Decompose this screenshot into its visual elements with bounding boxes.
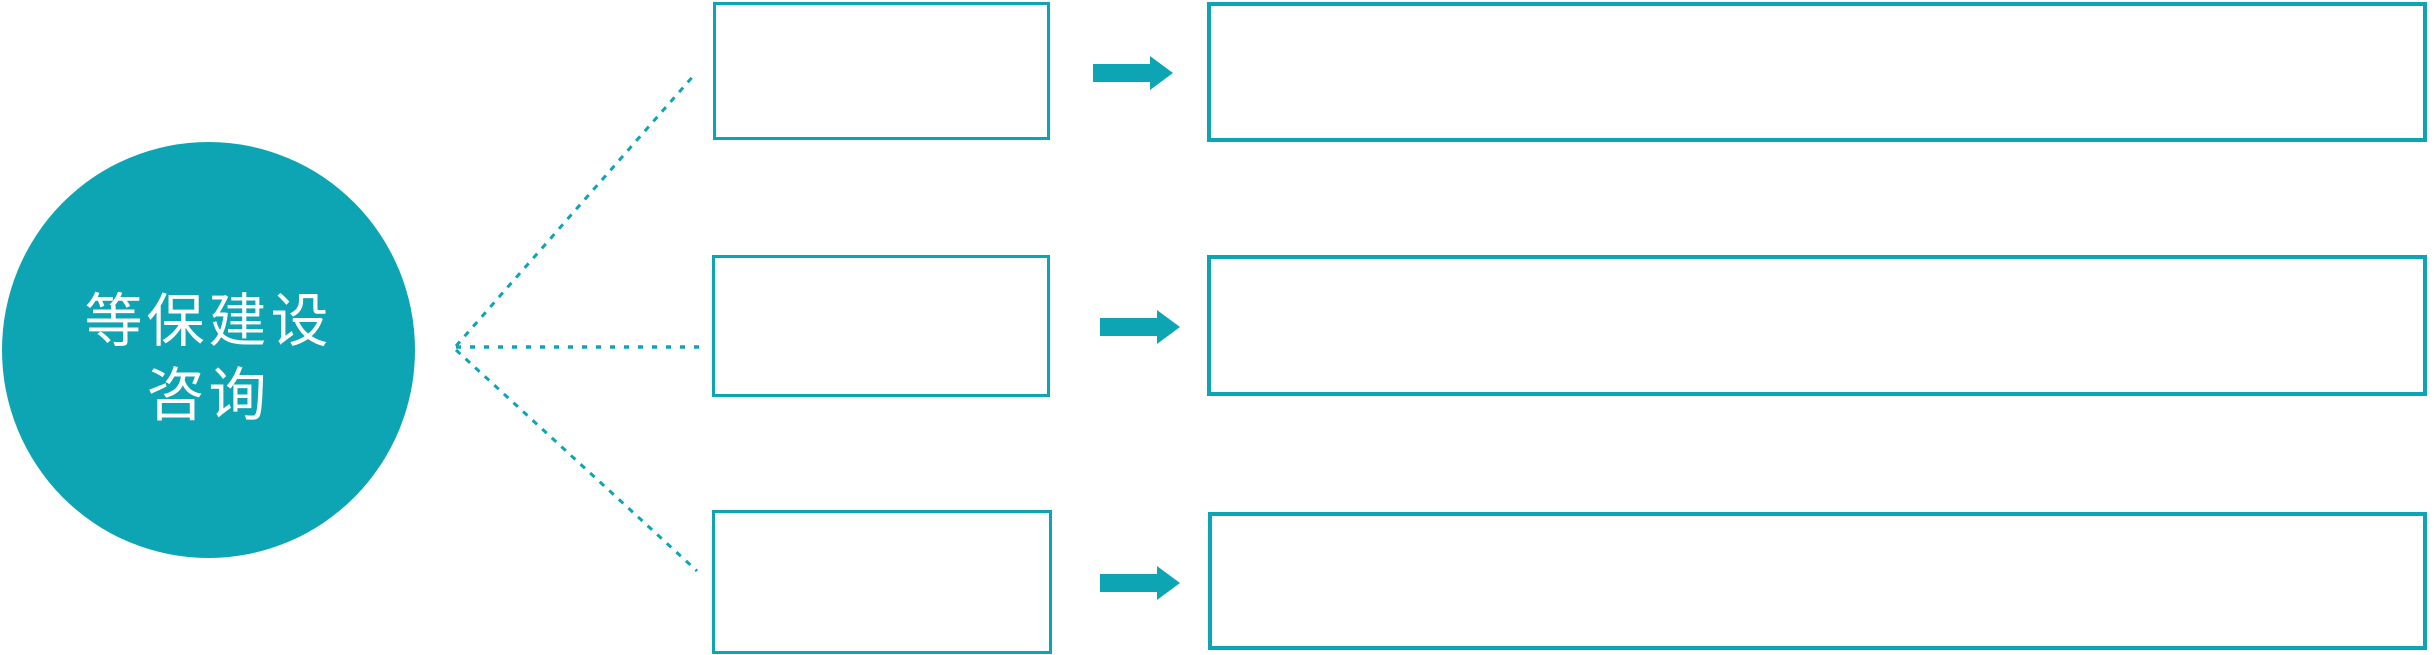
- branch2-detail-box-label: [1211, 259, 2423, 392]
- branch3-sub-box: [712, 510, 1052, 654]
- root-node-circle: 等保建设 咨询: [2, 142, 415, 558]
- arrow-right-icon: [1100, 566, 1180, 600]
- branch3-detail-box-label: [1212, 516, 2423, 646]
- branch2-sub-box: [712, 255, 1050, 397]
- dotted-connector-top: [454, 73, 697, 347]
- root-node-label-line2: 咨询: [146, 363, 271, 428]
- branch1-sub-box: [713, 2, 1050, 140]
- arrow-right-icon: [1100, 310, 1180, 344]
- branch3-detail-box: [1208, 512, 2427, 650]
- dotted-connector-bottom: [454, 348, 699, 573]
- branch3-sub-box-label: [715, 513, 1049, 651]
- branch1-detail-box-label: [1211, 6, 2423, 138]
- branch1-detail-box: [1207, 2, 2427, 142]
- branch2-detail-box: [1207, 255, 2427, 396]
- root-node-label-line1: 等保建设: [84, 289, 333, 354]
- arrow-right-icon: [1093, 56, 1173, 90]
- branch1-sub-box-label: [716, 5, 1047, 137]
- branch2-sub-box-label: [715, 258, 1047, 394]
